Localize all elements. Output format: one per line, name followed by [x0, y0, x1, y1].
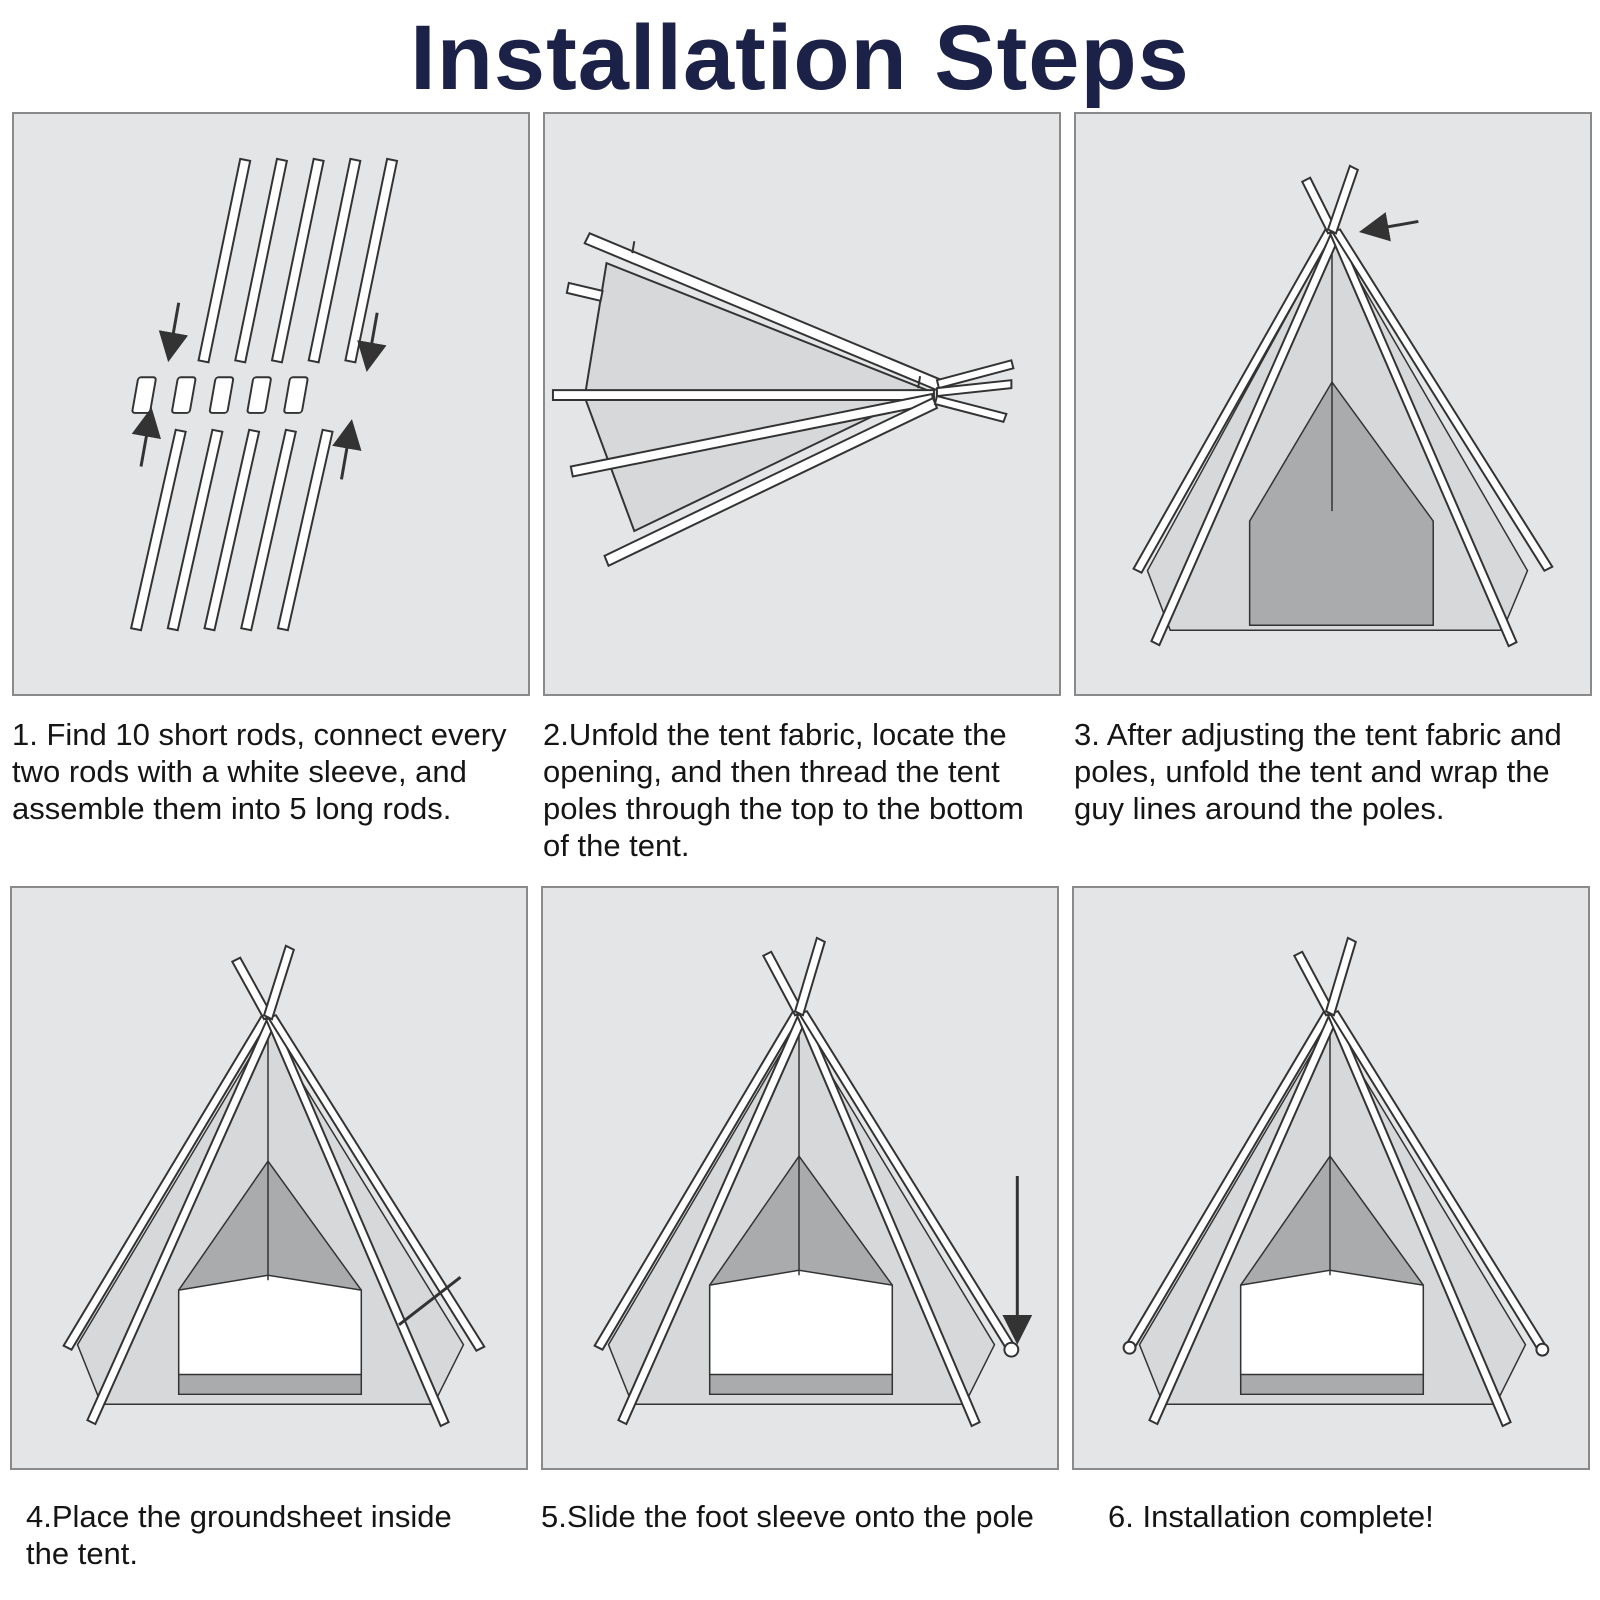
pole-tip-b: [1326, 164, 1360, 235]
tent-guy-lines-diagram: [1132, 164, 1554, 648]
rod-bottom-5: [276, 428, 334, 632]
groundsheet: [177, 1274, 363, 1376]
sleeve-3: [208, 376, 235, 414]
tent-foot-sleeve-diagram: [593, 936, 1033, 1428]
rod-bottom-3: [203, 428, 261, 632]
step-2-caption: 2.Unfold the tent fabric, locate the ope…: [543, 717, 1024, 863]
rod-top-1: [197, 157, 252, 364]
rod-bottom-1: [129, 428, 187, 632]
pole-b: [551, 389, 935, 402]
foot-sleeve: [1003, 1341, 1020, 1358]
rod-top-2: [234, 157, 289, 364]
arrow-to-top: [1359, 212, 1419, 242]
step-6-illustration: [1072, 886, 1590, 1470]
rod-bottom-2: [166, 428, 224, 632]
arrow-down-right: [357, 312, 387, 373]
tent-door: [1248, 380, 1434, 627]
step-5-illustration: [541, 886, 1059, 1470]
step-5-caption: 5.Slide the foot sleeve onto the pole: [541, 1499, 1034, 1534]
sleeve-1: [131, 376, 157, 414]
arrow-up-right: [332, 419, 362, 480]
folded-tent-diagram: [551, 232, 1015, 568]
rod-top-3: [270, 157, 325, 364]
sleeve-4: [246, 376, 272, 414]
step-2-illustration: [543, 112, 1061, 696]
step-4-illustration: [10, 886, 528, 1470]
step-3-illustration: [1074, 112, 1592, 696]
arrow-down-left: [158, 302, 189, 363]
step-6-caption: 6. Installation complete!: [1108, 1499, 1434, 1534]
sleeve-5: [283, 376, 309, 414]
step-1-caption: 1. Find 10 short rods, connect every two…: [12, 717, 507, 826]
tip-1: [935, 359, 1015, 390]
short-pole: [565, 281, 604, 303]
pole-d: [603, 396, 939, 568]
tent-complete-diagram: [1122, 936, 1550, 1428]
rod-top-5: [344, 157, 399, 364]
rod-top-4: [307, 157, 362, 364]
tip-3: [933, 394, 1008, 424]
arrow-up-left: [131, 407, 161, 467]
step-3-caption: 3. After adjusting the tent fabric and p…: [1074, 717, 1562, 826]
step-1-illustration: [12, 112, 530, 696]
tent-groundsheet-diagram: [62, 944, 486, 1428]
tip-2: [935, 379, 1013, 398]
sleeve-2: [171, 376, 197, 414]
rod-bottom-4: [240, 428, 297, 632]
page-title: Installation Steps: [410, 7, 1190, 109]
rods-diagram: [129, 157, 399, 632]
step-4-caption: 4.Place the groundsheet inside the tent.: [26, 1499, 452, 1571]
